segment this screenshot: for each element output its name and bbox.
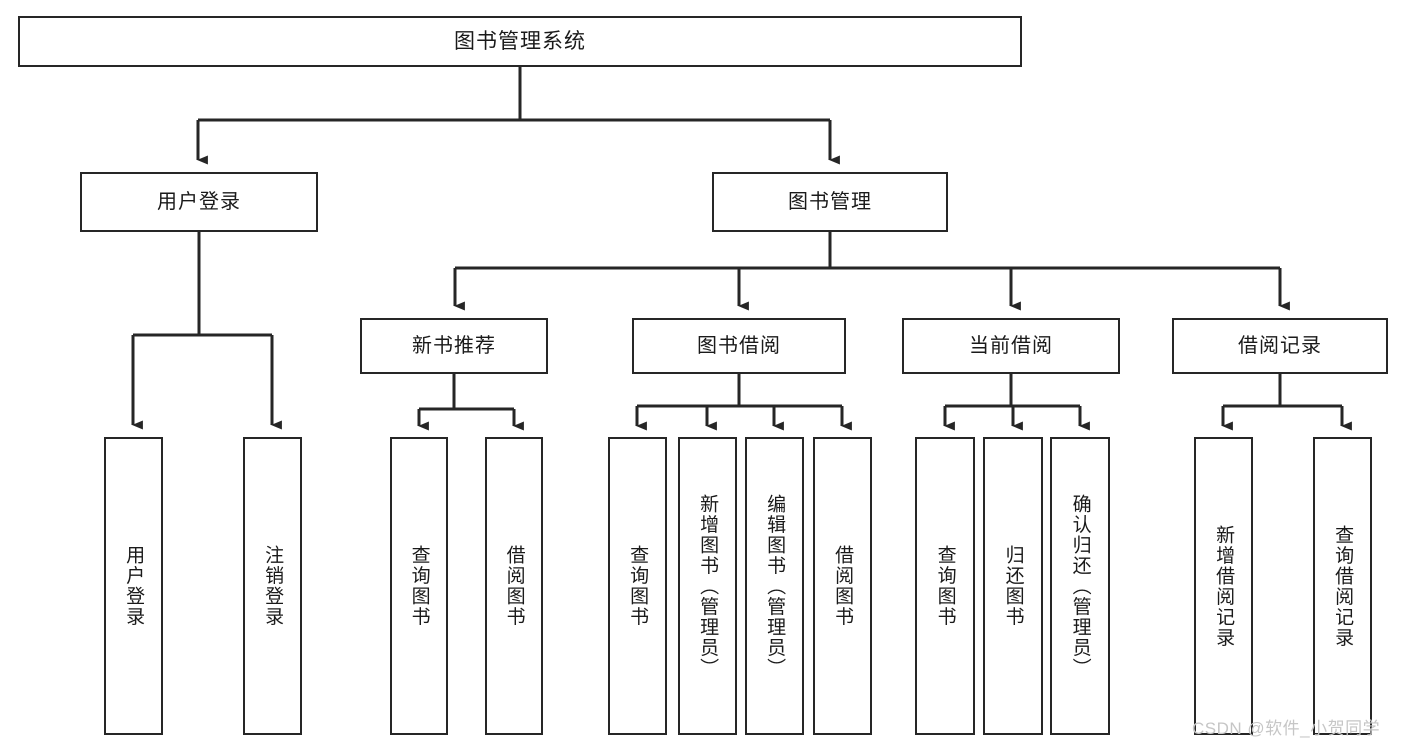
node-leaf-query-book-2[interactable]: 查询图书	[608, 437, 667, 735]
node-leaf-logout[interactable]: 注销登录	[243, 437, 302, 735]
node-leaf-add-record[interactable]: 新增借阅记录	[1194, 437, 1253, 735]
node-leaf-edit-book[interactable]: 编辑图书（管理员）	[745, 437, 804, 735]
node-root[interactable]: 图书管理系统	[18, 16, 1022, 67]
node-leaf-return-book[interactable]: 归还图书	[983, 437, 1043, 735]
node-borrow-record[interactable]: 借阅记录	[1172, 318, 1388, 374]
node-leaf-add-book[interactable]: 新增图书（管理员）	[678, 437, 737, 735]
node-leaf-borrow-book-2[interactable]: 借阅图书	[813, 437, 872, 735]
node-leaf-query-book-1[interactable]: 查询图书	[390, 437, 448, 735]
node-new-book-rec[interactable]: 新书推荐	[360, 318, 548, 374]
node-leaf-query-book-3[interactable]: 查询图书	[915, 437, 975, 735]
watermark-text: CSDN @软件_小贺同学	[1192, 719, 1381, 738]
node-book-borrow[interactable]: 图书借阅	[632, 318, 846, 374]
node-book-manage[interactable]: 图书管理	[712, 172, 948, 232]
node-leaf-query-record[interactable]: 查询借阅记录	[1313, 437, 1372, 735]
node-current-borrow[interactable]: 当前借阅	[902, 318, 1120, 374]
node-leaf-user-login[interactable]: 用户登录	[104, 437, 163, 735]
node-user-login[interactable]: 用户登录	[80, 172, 318, 232]
node-leaf-confirm-return[interactable]: 确认归还（管理员）	[1050, 437, 1110, 735]
node-leaf-borrow-book-1[interactable]: 借阅图书	[485, 437, 543, 735]
